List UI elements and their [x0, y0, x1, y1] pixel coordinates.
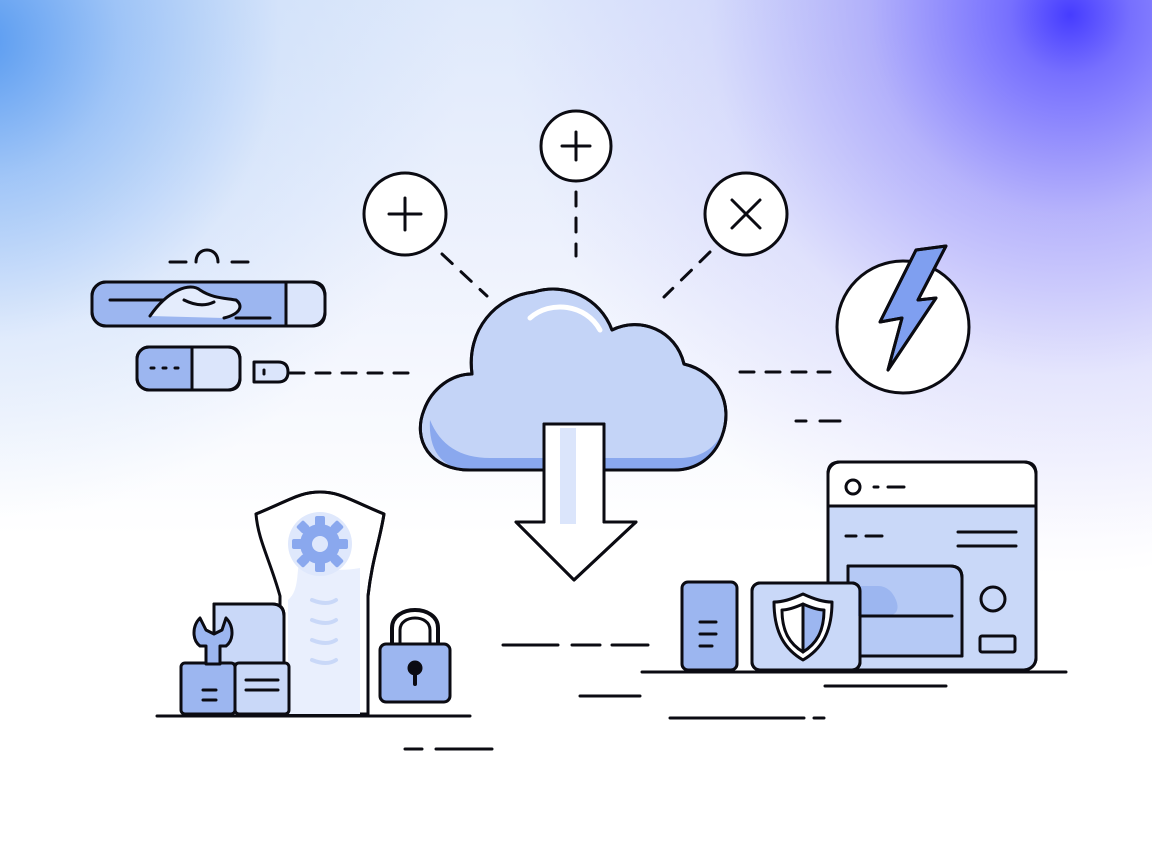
- download-arrow-icon: [514, 422, 638, 582]
- lightning-bolt-icon: [794, 244, 971, 423]
- storage-boxes-icon: [179, 602, 291, 716]
- connector-lines: [288, 190, 832, 375]
- padlock-icon: [378, 608, 452, 704]
- shield-icon: [750, 581, 954, 672]
- toggle-pills-icon: [90, 248, 327, 392]
- browser-window-icon: [826, 460, 1038, 672]
- gear-icon: [254, 490, 386, 716]
- plus-circle-icon: [362, 171, 448, 257]
- server-icon: [680, 580, 739, 672]
- close-circle-icon: [703, 171, 789, 257]
- ground-lines-right: [640, 670, 1068, 688]
- plus-circle-icon: [539, 109, 613, 183]
- wrench-icon: [192, 616, 234, 666]
- floor-dashes-center: [501, 643, 826, 720]
- ground-lines-left: [155, 714, 494, 751]
